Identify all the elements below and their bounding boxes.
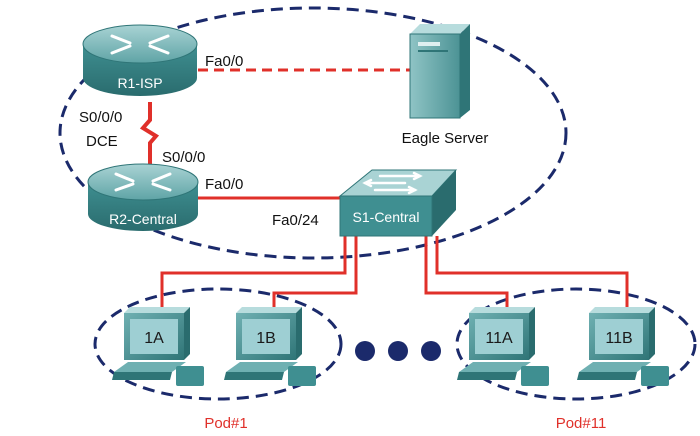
pc-icon [577, 307, 669, 386]
pod-label-11: Pod#11 [556, 415, 607, 432]
pc-icon [112, 307, 204, 386]
router-icon [114, 172, 172, 192]
interface-label-dce: DCE [86, 133, 118, 150]
router-icon [110, 34, 170, 55]
interface-label-central-fa: Fa0/0 [205, 176, 243, 193]
serial-link [139, 102, 160, 170]
pc-1b: 1B [224, 307, 316, 386]
device-label-s1-central: S1-Central [353, 209, 420, 225]
switch-icon [362, 171, 423, 195]
switch-s1-central: S1-Central [338, 169, 458, 237]
pc-1a: 1A [112, 307, 204, 386]
interface-label-switch-fa: Fa0/24 [272, 212, 319, 229]
interface-label-central-serial: S0/0/0 [162, 149, 205, 166]
switch-pc11b-link [435, 236, 629, 311]
router-r1-isp: R1-ISP [82, 24, 198, 96]
eagle-server [409, 24, 470, 119]
switch-pc1a-link [160, 236, 347, 311]
pc-label-11a: 11A [485, 330, 513, 347]
server-label: Eagle Server [402, 130, 489, 147]
interface-label-isp-fa: Fa0/0 [205, 53, 243, 70]
device-label-r2-central: R2-Central [109, 211, 177, 227]
interface-label-isp-serial: S0/0/0 [79, 109, 122, 126]
switch-pc11a-link [424, 236, 509, 311]
pc-11b: 11B [577, 307, 669, 386]
more-pods-ellipsis [355, 341, 441, 361]
pod1-boundary [93, 287, 343, 401]
isp-network-boundary [58, 6, 568, 260]
pc-icon [457, 307, 549, 386]
switch-pc1b-link [272, 236, 358, 311]
server-icon [418, 42, 448, 52]
router-r2-central: R2-Central [87, 163, 199, 231]
pc-icon [224, 307, 316, 386]
pc-label-11b: 11B [605, 330, 632, 347]
device-label-r1-isp: R1-ISP [117, 75, 162, 91]
pod-label-1: Pod#1 [204, 415, 247, 432]
pod11-boundary [455, 287, 697, 401]
pc-label-1a: 1A [144, 330, 164, 347]
pc-label-1b: 1B [256, 330, 276, 347]
pc-11a: 11A [457, 307, 549, 386]
